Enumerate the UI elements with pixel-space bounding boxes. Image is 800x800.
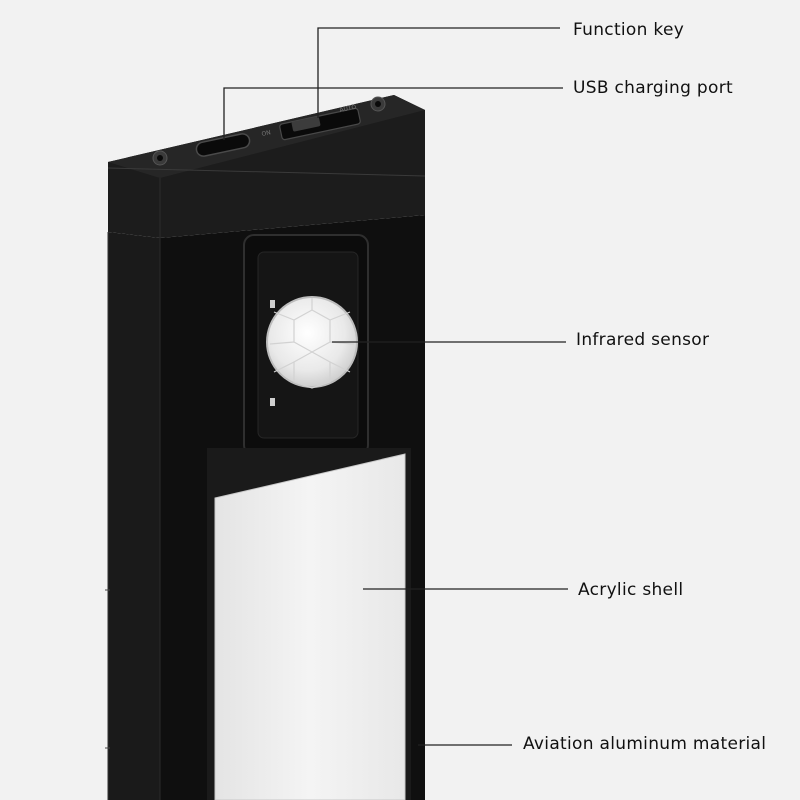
label-acrylic-shell: Acrylic shell bbox=[578, 580, 684, 600]
leader-lines bbox=[223, 27, 568, 746]
acrylic-panel bbox=[207, 448, 411, 800]
leader-usb-port bbox=[223, 87, 563, 140]
label-function-key: Function key bbox=[573, 20, 685, 40]
housing-top-cap bbox=[108, 95, 425, 238]
usb-port bbox=[195, 133, 251, 157]
label-usb-charging-port: USB charging port bbox=[573, 78, 733, 98]
housing-side-face bbox=[108, 232, 160, 800]
label-aviation-aluminum: Aviation aluminum material bbox=[523, 734, 767, 754]
top-cap-details: ON AUTO bbox=[152, 96, 386, 166]
svg-text:ON: ON bbox=[261, 129, 271, 138]
svg-text:AUTO: AUTO bbox=[339, 104, 357, 114]
label-infrared-sensor: Infrared sensor bbox=[576, 330, 710, 350]
